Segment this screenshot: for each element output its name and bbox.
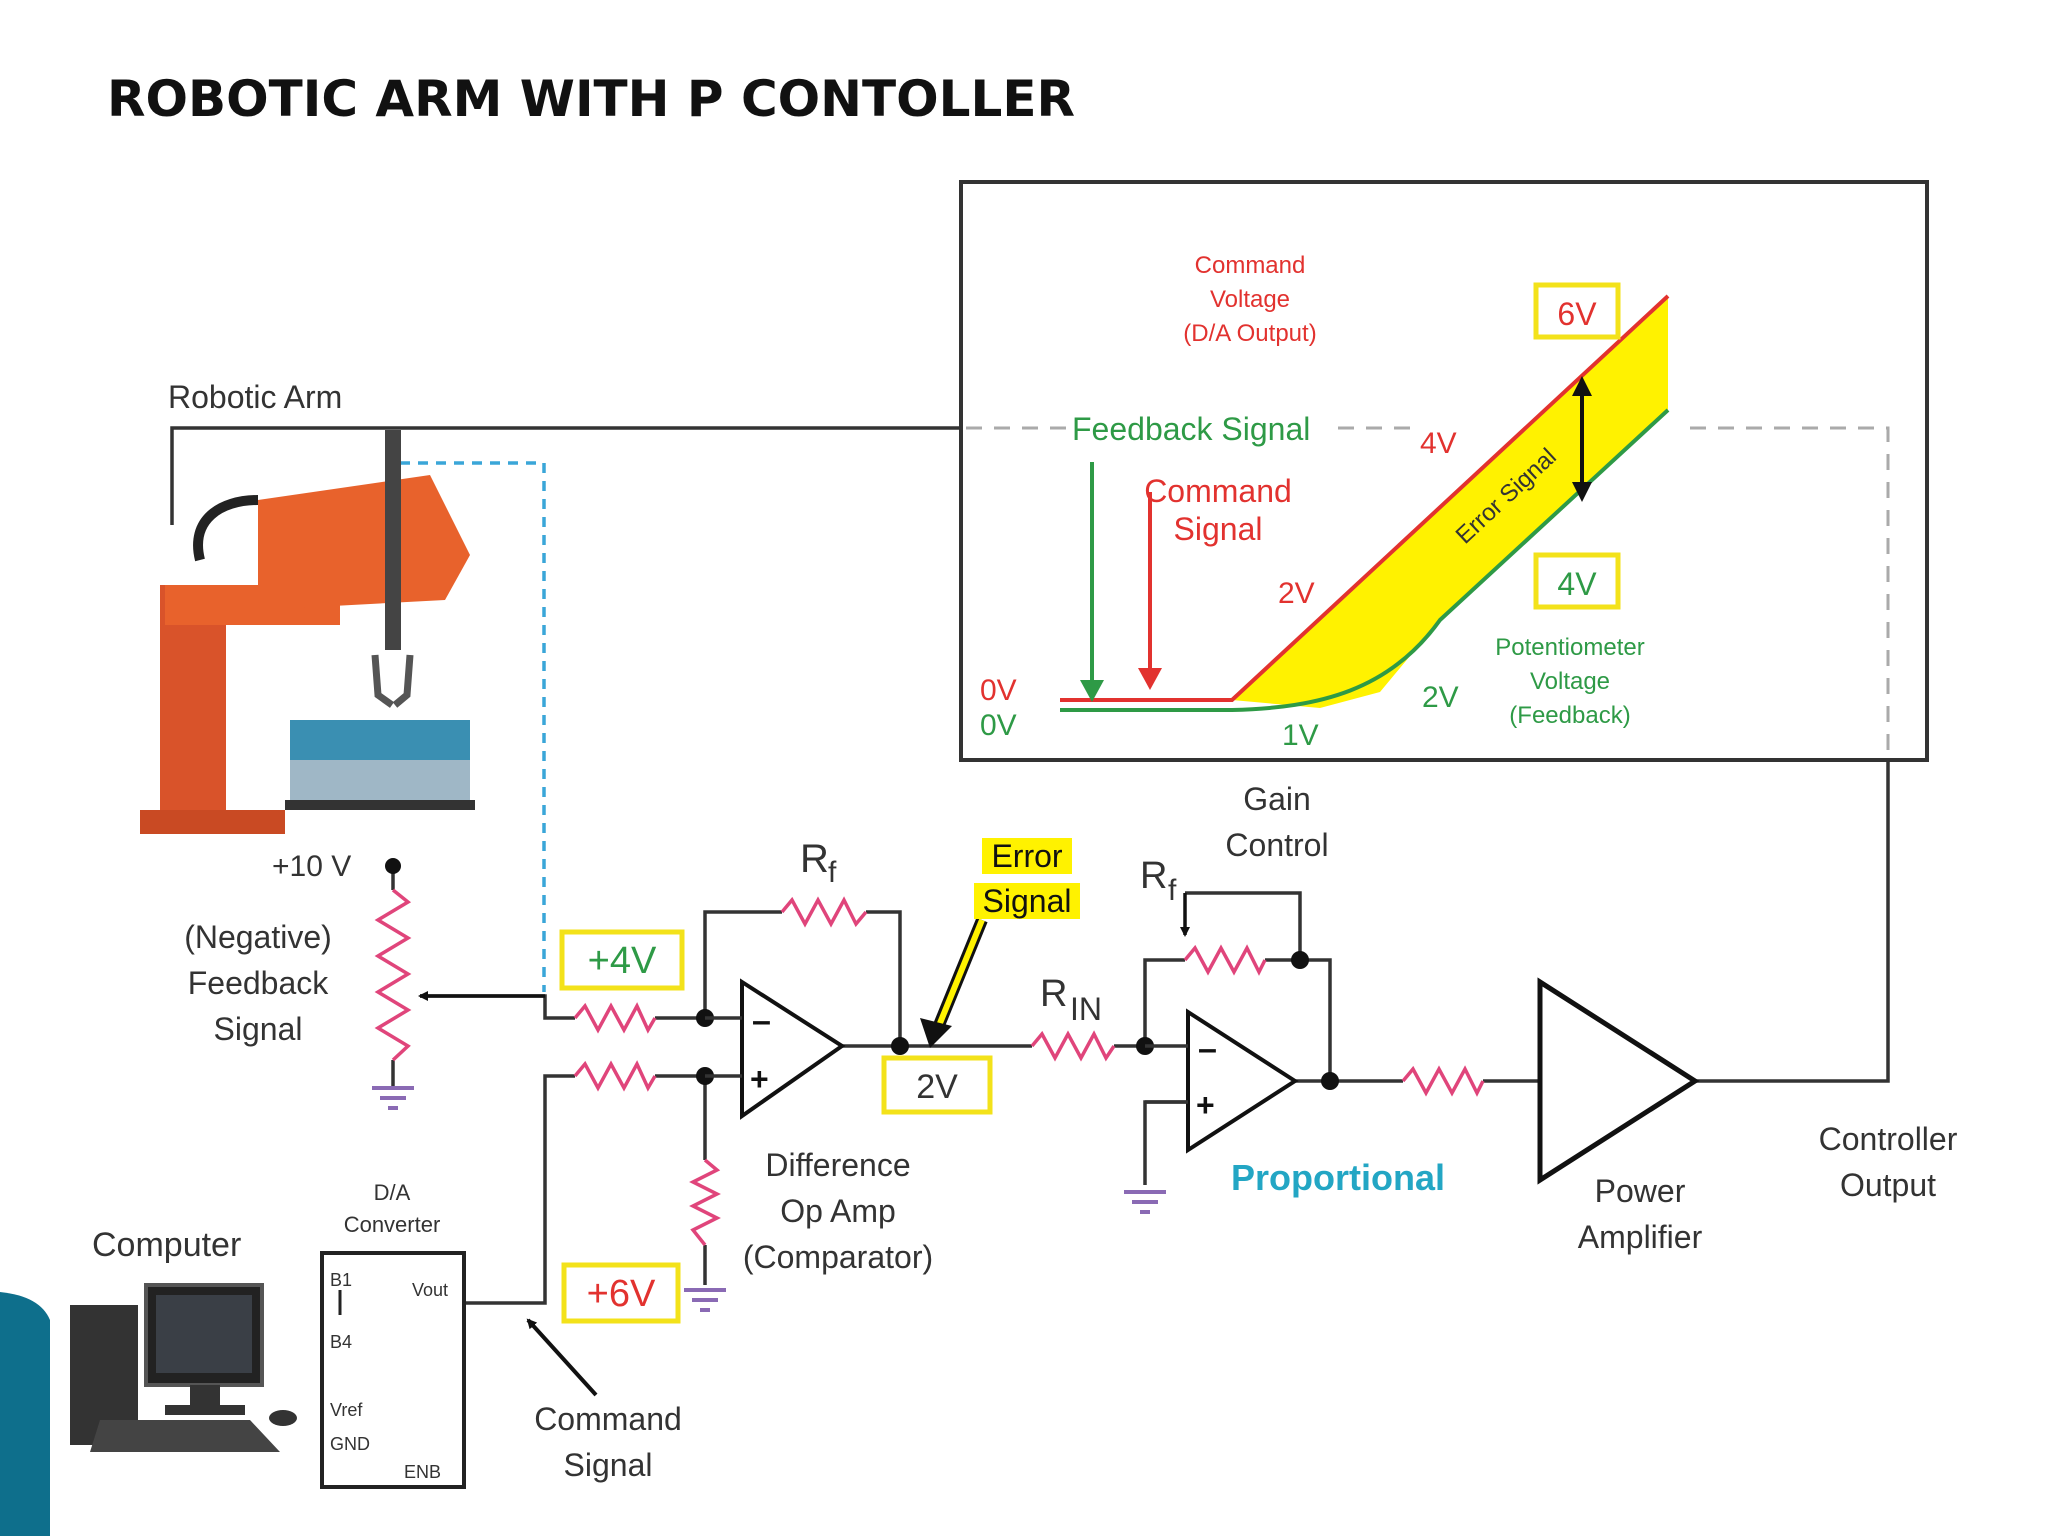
gain-control-l2: Control <box>1225 827 1328 863</box>
computer-label: Computer <box>92 1226 241 1264</box>
robotic-arm-label: Robotic Arm <box>168 379 342 415</box>
resistor-output <box>1401 1065 1485 1097</box>
resistors <box>374 888 1485 1247</box>
inset-pot-l2: Voltage <box>1530 668 1610 695</box>
ground-symbols <box>372 1086 1166 1312</box>
inset-graph <box>1060 282 1670 712</box>
inset-red-0v: 0V <box>980 674 1017 707</box>
difference-op-amp <box>740 978 846 1120</box>
error-signal-callout-bg-1 <box>982 838 1072 874</box>
prop-plus-sign: + <box>1196 1087 1215 1123</box>
inset-green-2v: 2V <box>1422 681 1459 714</box>
inset-pot-l3: (Feedback) <box>1509 702 1630 729</box>
inset-command-signal-l2: Signal <box>1174 511 1263 547</box>
neg-feedback-l1: (Negative) <box>184 919 332 955</box>
da-pin-enb: ENB <box>404 1462 441 1482</box>
feedback-voltage-badge <box>559 929 685 991</box>
rf-diff-label: R <box>800 837 829 881</box>
command-voltage-line <box>1060 294 1670 702</box>
error-signal-callout-l2: Signal <box>983 883 1072 919</box>
inset-red-4v: 4V <box>1420 427 1457 460</box>
resistor-feedback-input <box>573 1002 657 1034</box>
resistor-rin <box>1030 1030 1116 1062</box>
command-signal-l1: Command <box>534 1401 682 1437</box>
power-amp-l2: Amplifier <box>1578 1219 1703 1255</box>
rf-diff-sub: f <box>828 856 837 889</box>
diff-amp-l1: Difference <box>765 1147 910 1183</box>
inset-green-1v: 1V <box>1282 719 1319 752</box>
controller-output-l2: Output <box>1840 1167 1936 1203</box>
da-converter-l1: D/A <box>374 1180 411 1205</box>
command-signal-arrow <box>526 1318 598 1397</box>
neg-feedback-l2: Feedback <box>188 965 330 1001</box>
prop-minus-sign: – <box>1198 1030 1217 1068</box>
inset-box <box>959 180 1929 762</box>
resistor-command-input <box>573 1060 657 1092</box>
command-voltage-value: +6V <box>587 1273 656 1315</box>
proportional-label: Proportional <box>1231 1157 1445 1198</box>
resistor-rf-diff <box>780 896 868 928</box>
power-amplifier <box>1537 977 1700 1185</box>
error-signal-callout-l1: Error <box>991 838 1062 874</box>
error-signal-callout-bg-2 <box>974 883 1080 919</box>
gain-control-l1: Gain <box>1243 781 1311 817</box>
error-voltage-badge <box>881 1055 993 1115</box>
rin-sub: IN <box>1070 991 1102 1027</box>
inset-4v-badge <box>1533 552 1621 610</box>
feedback-voltage-value: +4V <box>588 940 657 982</box>
inset-command-voltage-l1: Command <box>1195 252 1306 279</box>
rf-gain-label: R <box>1140 855 1167 897</box>
da-pin-gnd: GND <box>330 1434 370 1454</box>
computer-illustration <box>70 1283 297 1452</box>
proportional-op-amp <box>1186 1008 1299 1154</box>
inset-command-signal-l1: Command <box>1144 473 1292 509</box>
resistor-pulldown <box>689 1158 721 1247</box>
diff-amp-l2: Op Amp <box>780 1193 896 1229</box>
resistor-gain <box>1183 944 1267 976</box>
rf-gain-sub: f <box>1168 874 1177 907</box>
supply-label: +10 V <box>272 850 351 883</box>
feedback-voltage-curve <box>1060 408 1670 712</box>
potentiometer <box>374 888 412 1062</box>
inset-6v-badge <box>1533 282 1621 340</box>
error-signal-arrow <box>935 918 985 1030</box>
inset-pot-l1: Potentiometer <box>1495 634 1644 661</box>
inset-6v-value: 6V <box>1557 296 1597 332</box>
slide-title: ROBOTIC ARM WITH P CONTOLLER <box>107 70 1075 128</box>
diff-minus-sign: – <box>752 1002 771 1040</box>
robotic-arm-illustration <box>140 430 475 834</box>
inset-green-0v: 0V <box>980 709 1017 742</box>
feedback-dashed-line <box>400 461 546 992</box>
wires <box>170 426 1890 1305</box>
inset-4v-value: 4V <box>1557 566 1597 602</box>
inset-command-voltage-l2: Voltage <box>1210 286 1290 313</box>
controller-output-l1: Controller <box>1819 1121 1958 1157</box>
da-pin-b4: B4 <box>330 1332 352 1352</box>
diff-plus-sign: + <box>750 1061 769 1097</box>
inset-red-2v: 2V <box>1278 577 1315 610</box>
error-voltage-value: 2V <box>916 1068 958 1106</box>
command-signal-l2: Signal <box>564 1447 653 1483</box>
rin-label: R <box>1040 973 1067 1015</box>
inset-dashed-right <box>1690 426 1890 760</box>
da-converter-l2: Converter <box>344 1212 441 1237</box>
da-pin-b1: B1 <box>330 1270 352 1290</box>
da-pin-vout: Vout <box>412 1280 448 1300</box>
da-converter-box <box>320 1251 466 1489</box>
slide-corner-decoration <box>0 1292 50 1536</box>
command-voltage-badge <box>561 1262 681 1324</box>
diff-amp-l3: (Comparator) <box>743 1239 933 1275</box>
inset-feedback-signal: Feedback Signal <box>1072 411 1310 447</box>
neg-feedback-l3: Signal <box>214 1011 303 1047</box>
da-pin-vref: Vref <box>330 1400 363 1420</box>
inset-command-voltage-l3: (D/A Output) <box>1183 320 1316 347</box>
power-amp-l1: Power <box>1595 1173 1686 1209</box>
